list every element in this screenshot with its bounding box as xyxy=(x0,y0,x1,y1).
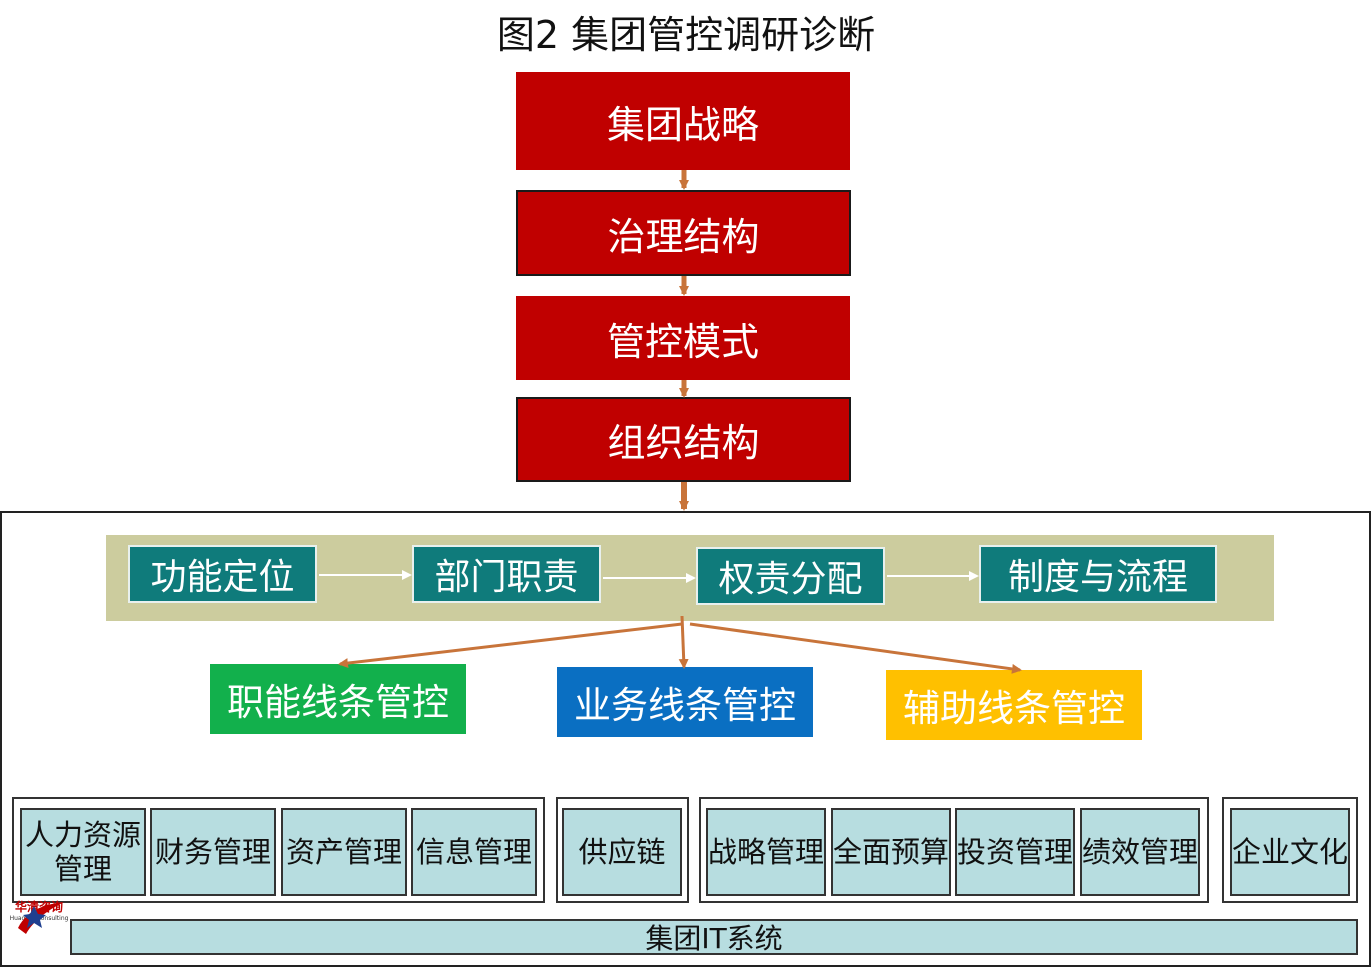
logo-mark-icon xyxy=(18,902,64,934)
process-dept-duty: 部门职责 xyxy=(412,545,601,603)
chain-box-org-structure: 组织结构 xyxy=(516,397,851,482)
process-authority: 权责分配 xyxy=(696,547,885,605)
cell-asset-management: 资产管理 xyxy=(281,808,407,896)
group-functional xyxy=(12,797,545,903)
chain-box-control-mode: 管控模式 xyxy=(516,296,850,380)
it-system-bar: 集团IT系统 xyxy=(70,919,1358,955)
cell-performance-management: 绩效管理 xyxy=(1080,808,1200,896)
cell-finance-management: 财务管理 xyxy=(150,808,276,896)
cell-hr-management: 人力资源管理 xyxy=(20,808,146,896)
cell-strategy-management: 战略管理 xyxy=(706,808,826,896)
logo-name: 华清咨询 xyxy=(14,900,63,914)
line-business-control: 业务线条管控 xyxy=(557,667,813,737)
page-title: 图2 集团管控调研诊断 xyxy=(496,13,876,57)
group-business xyxy=(556,797,689,903)
cell-info-management: 信息管理 xyxy=(411,808,537,896)
chain-box-group-strategy: 集团战略 xyxy=(516,72,850,170)
chain-box-governance: 治理结构 xyxy=(516,190,851,276)
cell-corporate-culture: 企业文化 xyxy=(1230,808,1350,896)
cell-budget: 全面预算 xyxy=(831,808,951,896)
cell-supply-chain: 供应链 xyxy=(562,808,682,896)
group-auxiliary xyxy=(699,797,1209,903)
group-culture xyxy=(1222,797,1358,903)
company-logo: 华清咨询 Huaqing Consulting xyxy=(8,898,70,962)
process-function-position: 功能定位 xyxy=(128,545,317,603)
line-functional-control: 职能线条管控 xyxy=(210,664,466,734)
process-system-flow: 制度与流程 xyxy=(979,545,1217,603)
line-auxiliary-control: 辅助线条管控 xyxy=(886,670,1142,740)
main-frame xyxy=(0,511,1371,967)
cell-investment-management: 投资管理 xyxy=(955,808,1075,896)
